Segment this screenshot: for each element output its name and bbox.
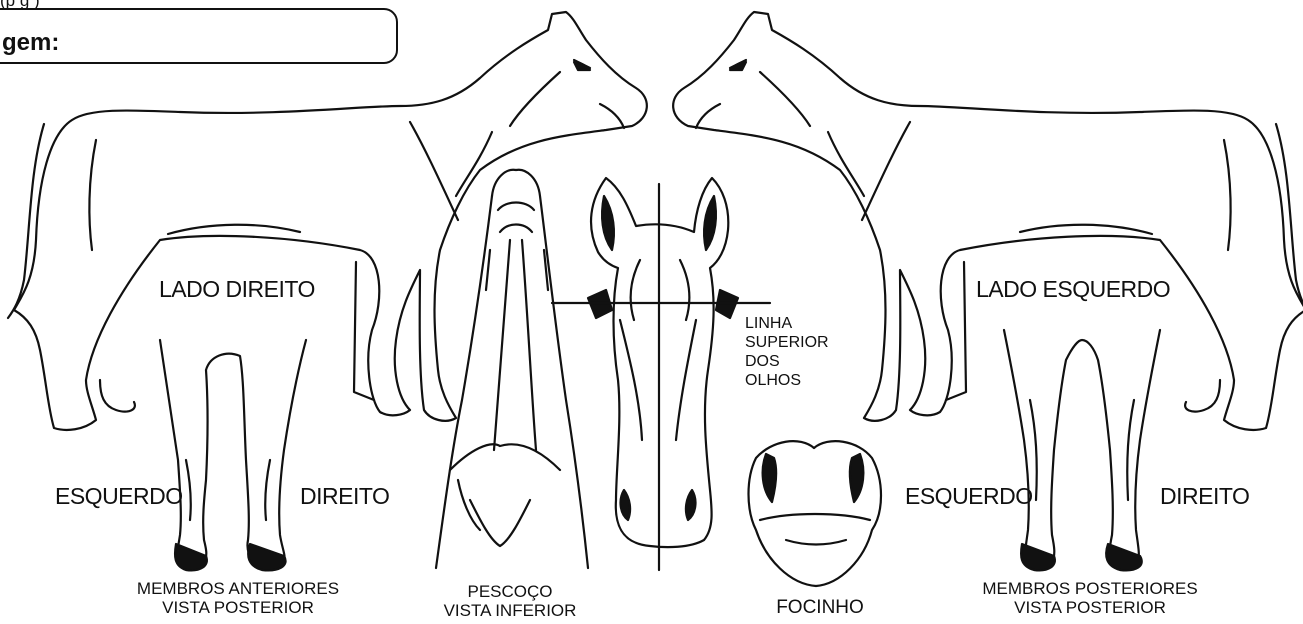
neck-caption-line: PESCOÇO [410,582,610,601]
muzzle-caption: FOCINHO [740,598,900,617]
eye-line-label: LINHA SUPERIOR DOS OLHOS [745,314,829,390]
lado-esquerdo-label: LADO ESQUERDO [976,276,1170,303]
eye-line-label-line: LINHA [745,314,829,333]
eye-line-label-line: SUPERIOR [745,333,829,352]
hind-limbs-caption-line: MEMBROS POSTERIORES [950,579,1230,598]
front-esquerdo-label: ESQUERDO [55,483,183,510]
neck-caption-line: VISTA INFERIOR [410,601,610,620]
rear-esquerdo-label: ESQUERDO [905,483,1033,510]
lado-direito-label: LADO DIREITO [159,276,315,303]
front-limbs-drawing [160,340,306,570]
eye-line-label-line: OLHOS [745,371,829,390]
neck-drawing [436,170,588,568]
neck-caption: PESCOÇO VISTA INFERIOR [410,582,610,620]
hind-limbs-caption-line: VISTA POSTERIOR [950,598,1230,617]
eye-line-label-line: DOS [745,352,829,371]
hind-limbs-caption: MEMBROS POSTERIORES VISTA POSTERIOR [950,579,1230,617]
muzzle-drawing [749,441,882,586]
front-limbs-caption-line: MEMBROS ANTERIORES [108,579,368,598]
head-front-drawing [552,178,770,570]
hind-limbs-drawing [1004,330,1160,570]
front-limbs-caption: MEMBROS ANTERIORES VISTA POSTERIOR [108,579,368,617]
rear-direito-label: DIREITO [1160,483,1249,510]
front-direito-label: DIREITO [300,483,389,510]
horse-right-side-drawing [8,12,647,430]
front-limbs-caption-line: VISTA POSTERIOR [108,598,368,617]
